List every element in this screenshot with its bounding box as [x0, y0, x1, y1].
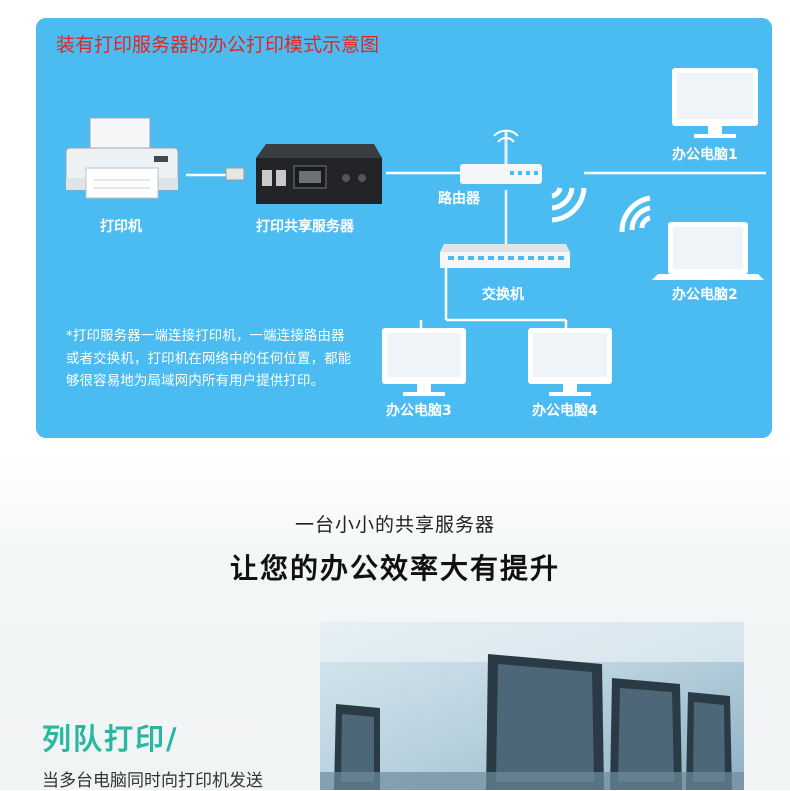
monitor-icon: [528, 328, 612, 396]
print-server-label: 打印共享服务器: [256, 216, 354, 236]
slogan-headline: 让您的办公效率大有提升: [0, 547, 790, 587]
diagram-title: 装有打印服务器的办公打印模式示意图: [56, 30, 379, 57]
slogan-subtitle: 一台小小的共享服务器: [0, 510, 790, 537]
network-diagram: 装有打印服务器的办公打印模式示意图 打印机 打印共享服务器 路由器 交换机 办公…: [36, 18, 772, 438]
feature-title: 列队打印/: [42, 716, 179, 758]
printer-label: 打印机: [100, 216, 142, 236]
feature-text: 当多台电脑同时向打印机发送: [42, 766, 263, 791]
office-monitors-photo: [320, 622, 744, 790]
print-server-icon: [256, 144, 382, 204]
switch-icon: [440, 244, 570, 268]
wifi-signal-icon: [552, 188, 584, 220]
monitor-icon: [382, 328, 466, 396]
diagram-note: *打印服务器一端连接打印机，一端连接路由器或者交换机，打印机在网络中的任何位置，…: [66, 326, 356, 394]
router-icon: [460, 130, 542, 184]
pc3-label: 办公电脑3: [386, 400, 452, 420]
printer-icon: [66, 118, 178, 198]
router-label: 路由器: [438, 188, 480, 208]
usb-plug-icon: [226, 168, 244, 180]
pc4-label: 办公电脑4: [532, 400, 598, 420]
laptop-icon: [652, 222, 764, 280]
pc2-label: 办公电脑2: [672, 284, 738, 304]
monitor-icon: [672, 68, 758, 138]
office-monitors-illustration: [320, 622, 744, 790]
wifi-signal-icon: [622, 198, 650, 232]
switch-label: 交换机: [482, 284, 524, 304]
pc1-label: 办公电脑1: [672, 144, 738, 164]
